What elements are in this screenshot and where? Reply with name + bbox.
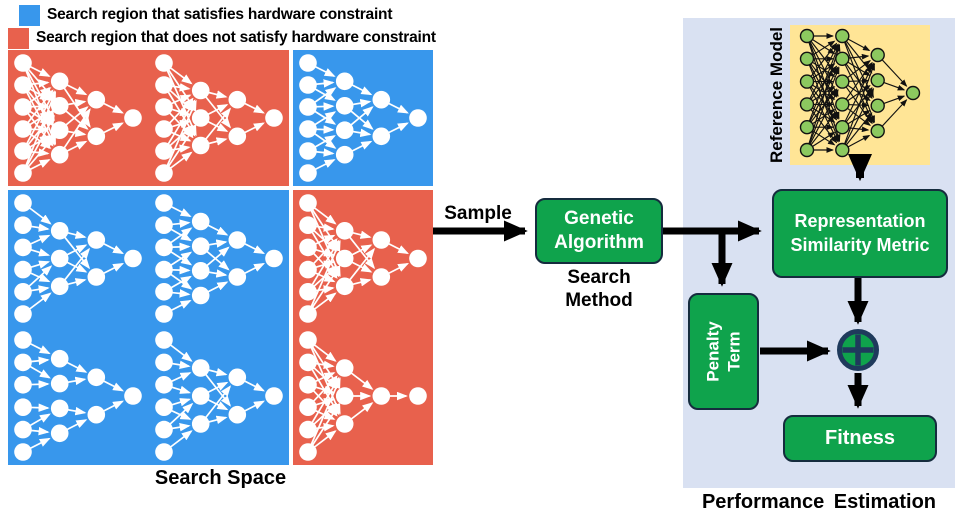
legend-item-violates: Search region that does not satisfy hard… xyxy=(8,27,436,49)
genetic-algorithm-box: Genetic Algorithm xyxy=(535,198,663,264)
reference-model-network xyxy=(794,27,926,164)
performance-estimation-label: Performance Estimation xyxy=(701,491,937,513)
network-architecture-cell xyxy=(8,190,148,327)
search-region-violates xyxy=(293,190,433,465)
combiner-plus-icon xyxy=(835,327,881,373)
legend-item-satisfies: Search region that satisfies hardware co… xyxy=(19,4,392,26)
network-architecture-cell xyxy=(149,327,289,465)
fitness-label: Fitness xyxy=(824,427,896,449)
search-method-caption: Search Method xyxy=(565,267,633,312)
search-region-satisfies xyxy=(8,190,289,465)
penalty-term-label: Penalty Term xyxy=(703,321,743,382)
satisfies-region-swatch-icon xyxy=(19,4,40,26)
violates-region-swatch-icon xyxy=(8,27,29,49)
network-architecture-cell xyxy=(293,50,433,186)
network-architecture-cell xyxy=(8,50,148,186)
network-architecture-cell xyxy=(149,50,289,186)
search-region-satisfies xyxy=(293,50,433,186)
network-architecture-cell xyxy=(293,190,433,327)
genetic-algorithm-label: Genetic Algorithm xyxy=(554,208,644,253)
network-architecture-cell xyxy=(149,190,289,327)
fitness-box: Fitness xyxy=(783,415,937,462)
representation-similarity-metric-label: Representation Similarity Metric xyxy=(790,211,930,255)
network-architecture-cell xyxy=(293,327,433,465)
representation-similarity-metric-box: Representation Similarity Metric xyxy=(772,189,948,278)
reference-model-box xyxy=(790,25,930,165)
sample-arrow-label: Sample xyxy=(444,203,512,224)
legend-label: Search region that does not satisfy hard… xyxy=(36,29,436,46)
network-architecture-cell xyxy=(8,327,148,465)
penalty-term-box xyxy=(688,293,759,410)
search-region-violates xyxy=(8,50,289,186)
search-space-label: Search Space xyxy=(154,467,287,489)
reference-model-label: Reference Model xyxy=(767,26,786,164)
legend-label: Search region that satisfies hardware co… xyxy=(47,6,393,23)
